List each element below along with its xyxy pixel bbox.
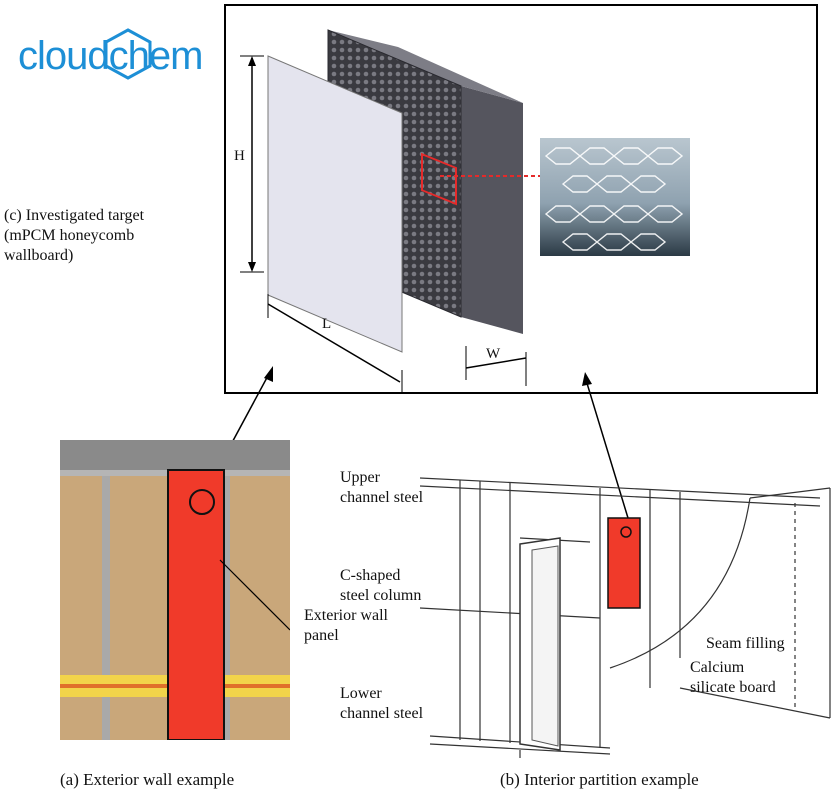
target-figure-box: H L W — [224, 4, 818, 394]
cloudchem-logo: cloudchem — [18, 28, 208, 98]
seam-filling-label: Seam filling — [706, 635, 785, 652]
height-dimension-label: H — [234, 148, 245, 164]
target-label: (c) Investigated target (mPCM honeycomb … — [4, 207, 145, 264]
exterior-caption: (a) Exterior wall example — [60, 770, 235, 789]
length-dimension-label: L — [322, 316, 332, 332]
width-dimension-label: W — [486, 346, 501, 362]
exterior-wall-illustration — [60, 440, 290, 740]
c-shaped-column-label: C-shaped steel column — [340, 567, 422, 604]
logo-text: cloudchem — [18, 34, 203, 78]
lower-channel-steel-label: Lower channel steel — [340, 685, 424, 722]
upper-channel-steel-label: Upper channel steel — [340, 469, 424, 506]
interior-partition-drawing — [420, 477, 831, 758]
hexagon-logo-icon — [104, 28, 152, 80]
exterior-panel-callout: Exterior wall panel — [304, 607, 388, 644]
exterior-wall-photo — [60, 440, 290, 740]
calcium-silicate-board-label: Calcium silicate board — [690, 659, 776, 696]
interior-caption: (b) Interior partition example — [500, 770, 699, 789]
honeycomb-wallboard-drawing — [240, 29, 690, 392]
